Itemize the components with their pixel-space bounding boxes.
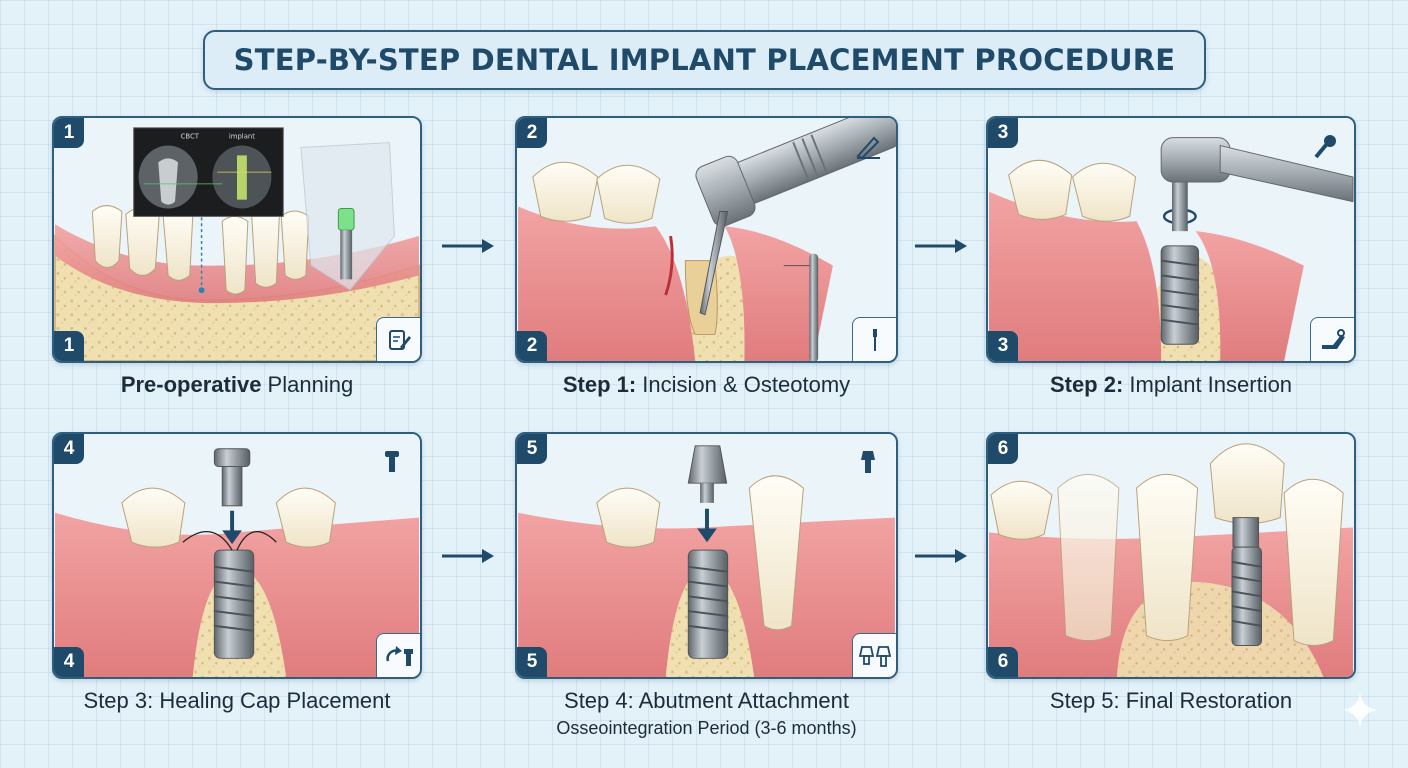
panel-final-restoration: 6 6: [986, 432, 1356, 679]
flow-arrow-icon: [442, 549, 494, 563]
panel-healing-cap: 4 4: [52, 432, 422, 679]
caption-healing-cap: Step 3: Healing Cap Placement: [83, 688, 391, 713]
implant-scan-label: implant: [229, 133, 255, 141]
torque-driver-icon: [1304, 124, 1348, 168]
step-number-badge: 1: [54, 331, 84, 361]
caption-pre-operative-planning: Pre-operative Planning: [120, 372, 354, 397]
title-box: STEP-BY-STEP DENTAL IMPLANT PLACEMENT PR…: [203, 30, 1206, 90]
wrench-icon: [1310, 317, 1354, 361]
step-number-badge: 5: [517, 434, 547, 464]
flow-arrow-icon: [915, 239, 967, 253]
jaw-scan-illustration: CBCT implant: [54, 118, 420, 361]
flow-arrow-icon: [915, 549, 967, 563]
screw-icon: [370, 440, 414, 484]
panel-pre-operative-planning: CBCT implant 1 1: [52, 116, 422, 363]
osteotomy-illustration: [518, 118, 896, 361]
step-number-badge: 6: [988, 434, 1018, 464]
cbct-label: CBCT: [181, 133, 200, 141]
step-number-badge: 5: [517, 647, 547, 677]
abutment-illustration: [518, 434, 895, 677]
step-number-badge: 6: [988, 647, 1018, 677]
flow-arrow-icon: [442, 239, 494, 253]
healing-cap-illustration: [54, 434, 420, 677]
osseointegration-note: Osseointegration Period (3-6 months): [556, 718, 857, 738]
panel-incision-osteotomy: 2 2: [515, 116, 898, 363]
caption-incision-osteotomy: Step 1: Incision & Osteotomy: [562, 372, 851, 397]
drill-bit-icon: [852, 317, 896, 361]
rotate-screw-icon: [376, 633, 420, 677]
step-number-badge: 1: [54, 118, 84, 148]
final-restoration-illustration: [988, 434, 1354, 677]
scalpel-pencil-icon: [846, 124, 890, 168]
panel-implant-insertion: 3 3: [986, 116, 1356, 363]
implant-insertion-illustration: [988, 118, 1354, 361]
page-title: STEP-BY-STEP DENTAL IMPLANT PLACEMENT PR…: [233, 43, 1176, 77]
step-number-badge: 2: [517, 118, 547, 148]
clipboard-pencil-icon: [376, 317, 420, 361]
step-number-badge: 4: [54, 647, 84, 677]
panel-abutment-attachment: 5 5: [515, 432, 898, 679]
caption-implant-insertion: Step 2: Implant Insertion: [1049, 372, 1293, 397]
sparkle-icon: [1342, 692, 1378, 728]
abutment-icon: [846, 440, 890, 484]
caption-final-restoration: Step 5: Final Restoration: [1049, 688, 1293, 713]
caption-abutment-attachment: Step 4: Abutment Attachment: [564, 688, 849, 713]
abutments-icon: [852, 633, 896, 677]
step-number-badge: 3: [988, 118, 1018, 148]
step-number-badge: 4: [54, 434, 84, 464]
step-number-badge: 2: [517, 331, 547, 361]
step-number-badge: 3: [988, 331, 1018, 361]
